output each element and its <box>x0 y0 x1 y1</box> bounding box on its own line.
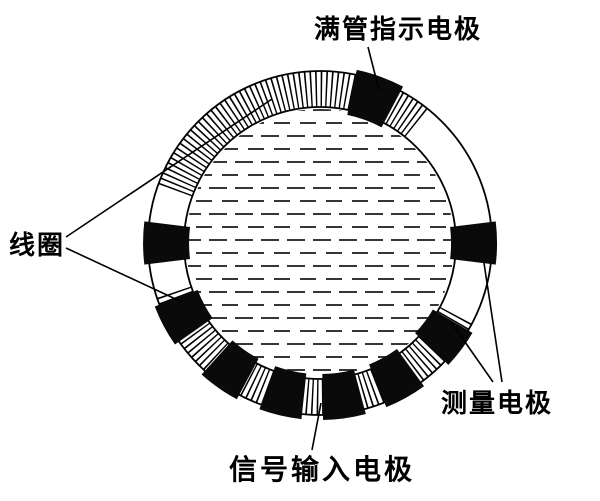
leader-line-signal-input-electrode <box>311 402 322 451</box>
leader-line-measuring-electrode-lower <box>450 321 494 383</box>
leader-line-full-pipe-electrode <box>367 46 380 91</box>
measuring-electrode-left-block <box>143 221 191 265</box>
electrode-block-bottom-4 <box>368 348 425 408</box>
electrode-block-bottom-1 <box>201 339 260 400</box>
label-coil: 线圈 <box>9 231 65 260</box>
electrode-block-lower-right <box>414 308 473 365</box>
pipe-liquid-dashes <box>186 109 454 377</box>
electrode-block-bottom-2 <box>259 365 307 420</box>
coil-hatch-bottom <box>156 284 472 416</box>
label-full-pipe-indicator-electrode: 满管指示电极 <box>314 15 482 44</box>
measuring-electrode-right-block <box>450 221 498 265</box>
signal-input-electrode-block <box>321 369 366 420</box>
leader-line-coil-bottom <box>65 247 183 303</box>
full-pipe-indicator-electrode-block <box>346 69 404 128</box>
leader-line-measuring-electrode-right <box>483 262 503 383</box>
label-signal-input-electrode: 信号输入电极 <box>229 453 415 486</box>
electrode-block-lower-left <box>154 289 214 345</box>
leader-line-coil-top <box>65 98 273 238</box>
label-measuring-electrode: 测量电极 <box>441 389 553 418</box>
